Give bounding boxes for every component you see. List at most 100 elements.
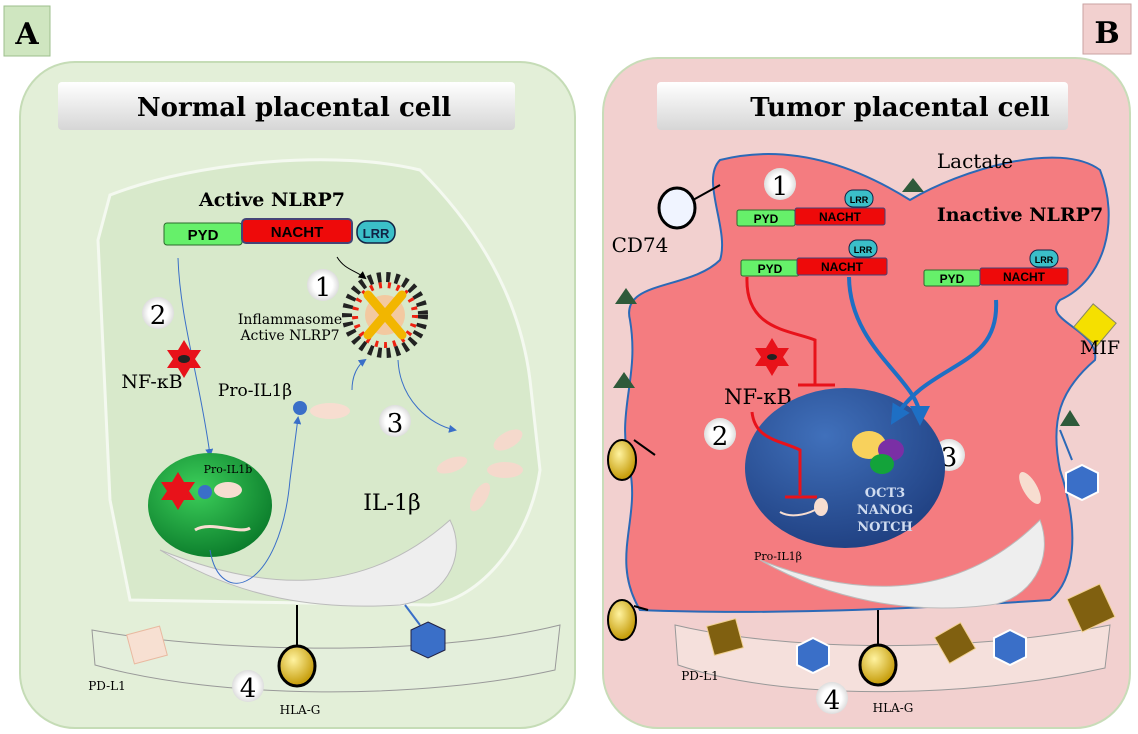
arrow-to-inflammasome-2: [351, 358, 367, 391]
panel-b-title-banner: [657, 82, 1068, 130]
pro-il1b-nucleus-protein: [214, 482, 242, 498]
step-4-badge-b: 4: [816, 682, 848, 716]
step-3-badge: 3: [379, 405, 411, 439]
receptor-stem-b: [1059, 429, 1073, 461]
dna-strand: [194, 524, 251, 532]
svg-text:LRR: LRR: [850, 195, 869, 205]
cd74-stem: [692, 184, 721, 201]
nlrp7-inactive-2: PYD NACHT LRR: [740, 239, 888, 277]
step-4-badge: 4: [232, 670, 264, 704]
gene-nanog: NANOG: [857, 503, 913, 518]
pathway-arrow-b2: [890, 299, 999, 425]
golgi: [159, 519, 457, 607]
hlag-label-a: HLA-G: [280, 703, 321, 717]
svg-text:PYD: PYD: [940, 272, 965, 286]
factor-green: [870, 454, 894, 474]
arrow-to-inflammasome: [336, 256, 367, 280]
nfkb-label-b: NF-κB: [724, 385, 792, 409]
svg-text:LRR: LRR: [854, 245, 873, 255]
svg-text:2: 2: [712, 422, 729, 452]
inhibition-arrow-nfkb: [745, 276, 835, 387]
lrr-label: LRR: [363, 226, 390, 241]
nlrp7-inactive-1: PYD NACHT LRR: [736, 189, 886, 227]
step-1-badge: 1: [307, 269, 339, 303]
lactate-label: Lactate: [937, 149, 1013, 173]
gold-receptor-b1: [607, 439, 637, 481]
gene-notch: NOTCH: [857, 520, 913, 535]
svg-text:NACHT: NACHT: [821, 260, 864, 274]
gold-receptor-b2: [607, 599, 637, 641]
svg-text:LRR: LRR: [1035, 255, 1054, 265]
membrane-a: [91, 624, 561, 693]
nacht-label: NACHT: [271, 224, 324, 241]
cd74-label: CD74: [612, 233, 669, 257]
pro-il1b-nucleus-label: Pro-IL1b: [204, 463, 253, 476]
nfkb-core-b: [767, 354, 777, 360]
step-2-badge: 2: [142, 297, 174, 331]
hexagon-receptor-a: [410, 621, 446, 659]
nfkb-label: NF-κB: [121, 371, 182, 393]
svg-text:4: 4: [240, 674, 257, 704]
lactate-triangles: [613, 288, 1080, 426]
panel-a: A Normal placental cell Active NLRP7 PYD…: [3, 5, 576, 729]
lrr-coil: LRR: [356, 220, 396, 244]
il1b-label: IL-1β: [363, 491, 420, 516]
nfkb-star-nucleus-icon: [161, 472, 195, 510]
pro-il1b-label-b: Pro-IL1β: [754, 550, 802, 563]
svg-text:PYD: PYD: [754, 212, 779, 226]
inflammasome-icon: [342, 272, 428, 358]
golgi-b: [759, 519, 1045, 609]
hlag-receptor-b: [858, 643, 898, 687]
panel-a-title: Normal placental cell: [137, 93, 451, 123]
il1b-particle-b: [1019, 472, 1041, 504]
active-nlrp7-title: Active NLRP7: [198, 189, 345, 211]
pathway-arrow-b1: [847, 276, 930, 426]
svg-text:NACHT: NACHT: [1003, 270, 1046, 284]
hexagon-receptor-b3: [993, 628, 1027, 667]
pdl1-label-b: PD-L1: [681, 669, 719, 683]
hlag-receptor-a: [277, 644, 317, 688]
pro-il1b-protein-b: [814, 498, 828, 516]
pdl1-label-a: PD-L1: [88, 679, 126, 693]
hexagon-receptor-b1: [1065, 463, 1099, 502]
inactive-nlrp7-title: Inactive NLRP7: [937, 204, 1103, 226]
pyd-label: PYD: [188, 227, 219, 244]
nucleus-b: [745, 388, 945, 548]
panel-a-label: A: [14, 17, 39, 52]
arrow-export: [209, 416, 302, 584]
pro-il1b-label: Pro-IL1β: [218, 381, 292, 401]
receptor-stem-b3: [633, 605, 649, 611]
inhibition-arrow-pro-il1b: [750, 411, 817, 499]
pro-il1b-dot: [293, 401, 307, 415]
cd74-receptor: [657, 186, 697, 230]
svg-text:2: 2: [150, 301, 167, 331]
il1b-particles: [436, 429, 523, 512]
panel-a-title-banner: [58, 82, 515, 130]
svg-text:3: 3: [387, 409, 404, 439]
hlag-label-b: HLA-G: [873, 701, 914, 715]
panel-b-title: Tumor placental cell: [750, 93, 1050, 123]
panel-a-label-box: [3, 5, 51, 57]
mif-receptor-b2: [1066, 583, 1116, 633]
svg-text:1: 1: [315, 273, 332, 303]
pro-il1b-protein: [310, 403, 350, 419]
pdl1-receptor-b: [706, 618, 744, 656]
nfkb-core: [178, 355, 190, 363]
svg-text:4: 4: [824, 686, 841, 716]
step-1-badge-b: 1: [764, 168, 796, 202]
svg-text:NACHT: NACHT: [819, 210, 862, 224]
inflammasome-sublabel: Active NLRP7: [239, 328, 339, 344]
hexagon-receptor-b2: [796, 636, 830, 675]
mif-icon: [1073, 303, 1117, 347]
arrow-release: [397, 359, 457, 433]
receptor-stem-b2: [633, 439, 656, 456]
nlrp7-inactive-3: PYD NACHT LRR: [923, 249, 1069, 287]
step-2-badge-b: 2: [704, 418, 736, 452]
mif-label: MIF: [1080, 337, 1120, 359]
panel-b: B Tumor placental cell Lactate CD74 MIF …: [602, 3, 1132, 729]
lactate-triangle-icon: [902, 178, 924, 192]
gene-oct3: OCT3: [865, 486, 905, 501]
dna-strand-b: [779, 509, 816, 517]
